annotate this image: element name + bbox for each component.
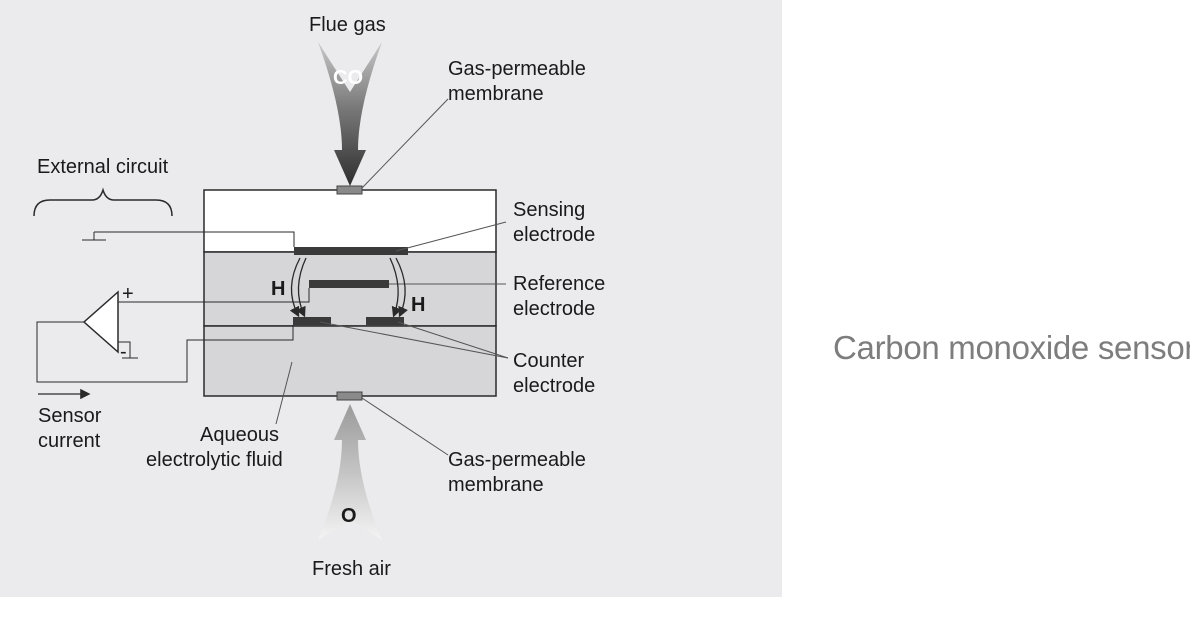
o-inflow-arrow (318, 404, 382, 540)
top-membrane-label-line-2: membrane (448, 83, 544, 105)
sensor-diagram: CO Flue gas Gas-permeable membrane Sensi… (33, 14, 605, 580)
caption: Carbon monoxide sensor (833, 329, 1190, 366)
electrolyte-leader (275, 361, 293, 425)
bottom-membrane-label-line-2: membrane (448, 474, 544, 496)
counter-electrode-label-line-1: Counter (513, 350, 584, 372)
electrolyte-label-line-2: electrolytic fluid (146, 449, 283, 471)
co-label: CO (333, 67, 363, 89)
reference-electrode-label-line-1: Reference (513, 273, 605, 295)
o-label: O (341, 505, 357, 527)
sensing-electrode-label-line-1: Sensing (513, 199, 585, 221)
reference-electrode (309, 280, 389, 288)
sensor-current-label-line-2: current (38, 430, 101, 452)
counter-electrode-leader-1 (319, 321, 509, 359)
external-circuit-label: External circuit (37, 156, 169, 178)
counter-electrode-right (366, 317, 404, 325)
sensor-housing (203, 189, 497, 397)
co-inflow-arrow (318, 42, 382, 186)
circuit-wiring (36, 231, 310, 383)
plus-label: + (122, 283, 134, 305)
counter-electrode-left (293, 317, 331, 325)
bottom-membrane (336, 391, 363, 401)
amplifier (82, 290, 119, 354)
counter-electrode-label-line-2: electrode (513, 375, 595, 397)
reference-electrode-label-line-2: electrode (513, 298, 595, 320)
h-left-label: H (271, 278, 285, 300)
fresh-air-label: Fresh air (312, 558, 391, 580)
top-membrane-leader (361, 98, 449, 189)
h-ion-arrows (289, 257, 408, 318)
top-membrane (336, 185, 363, 195)
sensor-current-label-line-1: Sensor (38, 405, 102, 427)
sensing-electrode (294, 247, 408, 255)
electrolyte-label-line-1: Aqueous (200, 424, 279, 446)
bottom-membrane-label-line-1: Gas-permeable (448, 449, 586, 471)
counter-electrode-leader-2 (397, 321, 509, 359)
sensing-electrode-leader (395, 221, 507, 252)
minus-label: - (120, 341, 127, 363)
diagram-panel: CO Flue gas Gas-permeable membrane Sensi… (0, 0, 782, 597)
sensing-electrode-label-line-2: electrode (513, 224, 595, 246)
external-circuit-brace (33, 187, 173, 217)
flue-gas-label: Flue gas (309, 14, 386, 36)
top-membrane-label-line-1: Gas-permeable (448, 58, 586, 80)
h-right-label: H (411, 294, 425, 316)
bottom-membrane-leader (361, 397, 449, 456)
